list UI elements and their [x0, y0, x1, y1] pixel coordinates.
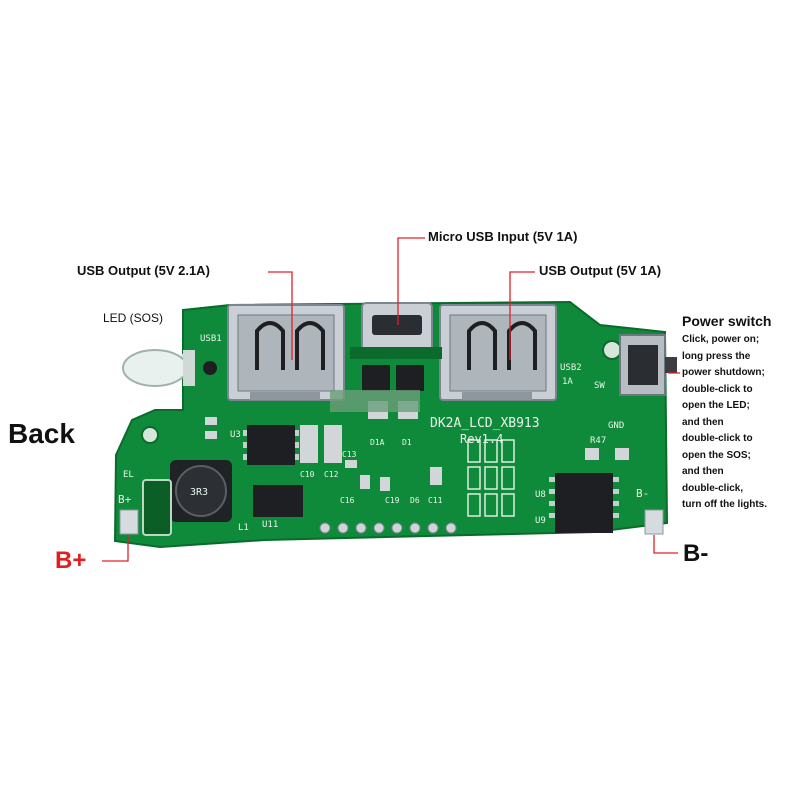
inductor	[170, 460, 232, 522]
label-usb-output-left: USB Output (5V 2.1A)	[77, 263, 210, 278]
silk-u9: U9	[535, 516, 546, 526]
led-sos	[122, 349, 217, 387]
label-b-minus: B-	[683, 540, 709, 567]
silk-board-name: DK2A_LCD_XB913	[430, 416, 540, 431]
silk-b-plus: B+	[118, 493, 132, 506]
note-line: Click, power on;	[682, 334, 760, 345]
diagram-stage: DK2A_LCD_XB913 Rev1.4 USB1 USB2 1A SW GN…	[0, 205, 800, 595]
silk-u3: U3	[230, 430, 241, 440]
silk-u8: U8	[535, 490, 546, 500]
silk-revision: Rev1.4	[460, 432, 503, 446]
leader-usb-left	[268, 271, 293, 360]
micro-usb-port	[350, 302, 442, 359]
silk-b-minus: B-	[636, 487, 649, 500]
pcb-illustration: DK2A_LCD_XB913 Rev1.4 USB1 USB2 1A SW GN…	[102, 237, 680, 562]
mounting-hole	[141, 426, 159, 444]
resistor-array	[467, 439, 515, 517]
label-back: Back	[8, 418, 75, 449]
silk-usb2: USB2	[560, 363, 582, 373]
leader-usb-right	[509, 271, 535, 360]
usb-port-right	[439, 304, 557, 401]
usb-port-left	[227, 304, 345, 401]
silk-c12: C12	[324, 470, 339, 479]
silk-d1a: D1A	[370, 438, 385, 447]
silk-sw: SW	[594, 381, 605, 391]
note-line: long press the	[682, 350, 751, 362]
note-line: turn off the lights.	[682, 499, 767, 510]
note-line: double-click to	[682, 433, 753, 444]
note-line: double-click to	[682, 383, 753, 395]
silk-d6: D6	[410, 496, 420, 505]
silk-inductor-code: 3R3	[190, 487, 208, 498]
leader-lines	[102, 237, 680, 562]
note-line: open the LED;	[682, 400, 750, 411]
silk-u11: U11	[262, 520, 278, 530]
silk-c13: C13	[342, 450, 357, 459]
label-power-switch: Power switch	[682, 313, 772, 329]
note-line: open the SOS;	[682, 449, 751, 461]
silk-c10: C10	[300, 470, 315, 479]
label-b-plus: B+	[55, 547, 87, 574]
note-line: power shutdown;	[682, 367, 765, 378]
b-plus-pad	[119, 509, 139, 535]
silk-r47: R47	[590, 436, 606, 446]
silk-c19: C19	[385, 496, 400, 505]
leader-micro-usb	[397, 237, 425, 325]
silk-el: EL	[123, 470, 134, 480]
leader-b-plus	[102, 535, 129, 562]
b-minus-pad	[644, 509, 664, 535]
silk-l1: L1	[238, 523, 249, 533]
pin-header	[319, 522, 457, 534]
label-micro-usb-input: Micro USB Input (5V 1A)	[428, 229, 578, 244]
silk-usb1: USB1	[200, 334, 222, 344]
leader-b-minus	[653, 535, 678, 554]
silk-gnd: GND	[608, 421, 624, 431]
silk-c11: C11	[428, 496, 443, 505]
label-led-sos: LED (SOS)	[103, 311, 164, 325]
silk-usb2-rating: 1A	[562, 377, 573, 387]
label-usb-output-right: USB Output (5V 1A)	[539, 263, 662, 278]
note-line: double-click,	[682, 482, 744, 494]
power-switch	[619, 334, 677, 396]
silk-c16: C16	[340, 496, 355, 505]
note-line: and then	[682, 466, 724, 477]
silk-d1: D1	[402, 438, 412, 447]
note-line: and then	[682, 416, 724, 428]
power-switch-notes: Click, power on; long press the power sh…	[682, 332, 800, 514]
mounting-hole	[602, 340, 622, 360]
